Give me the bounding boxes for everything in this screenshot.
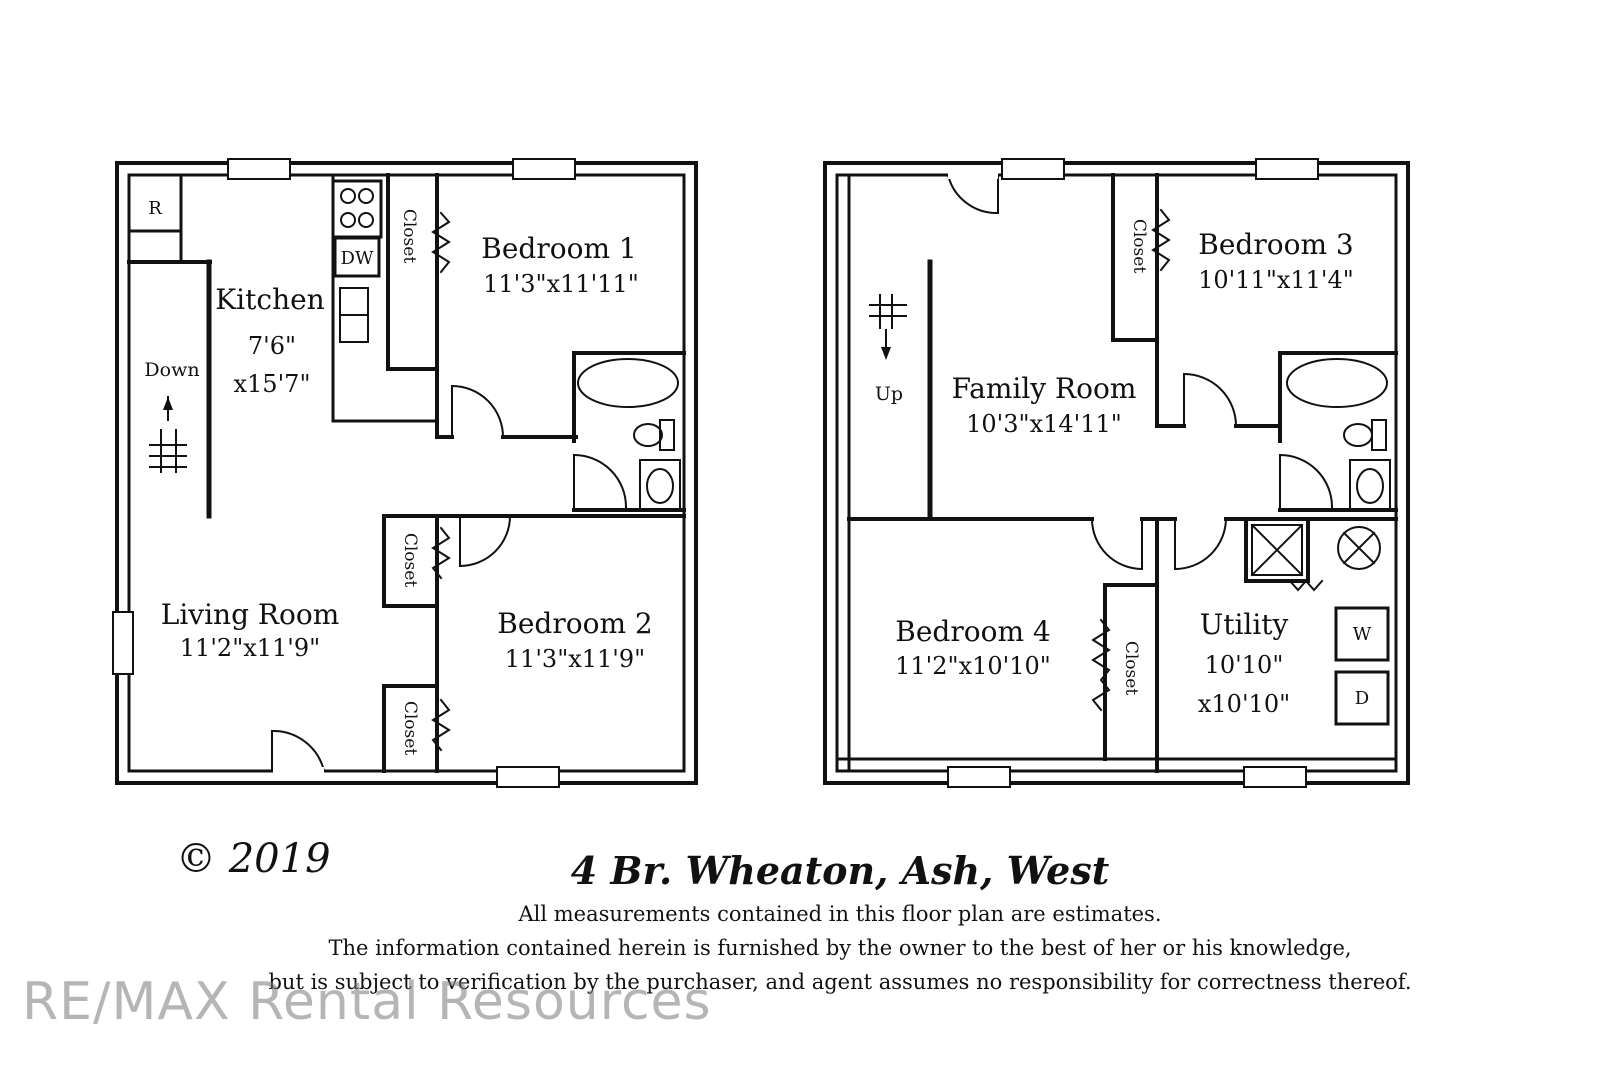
room-bedroom4-dim: 11'2"x10'10" (895, 652, 1051, 680)
stair-label-down: Down (144, 359, 199, 381)
room-living-dim: 11'2"x11'9" (180, 634, 320, 662)
first-floor-plan (112, 158, 698, 788)
room-utility-name: Utility (1200, 608, 1289, 641)
room-bedroom3-dim: 10'11"x11'4" (1198, 266, 1354, 294)
closet-label: Closet (1129, 219, 1149, 273)
closet-label: Closet (400, 533, 420, 587)
window (512, 158, 576, 180)
window (1001, 158, 1065, 180)
room-bedroom4-name: Bedroom 4 (895, 615, 1050, 648)
stair-label-up: Up (875, 383, 903, 405)
window (227, 158, 291, 180)
window (496, 766, 560, 788)
plan-title: 4 Br. Wheaton, Ash, West (570, 848, 1110, 893)
closet-label: Closet (399, 209, 419, 263)
window (947, 766, 1011, 788)
room-kitchen-dim: x15'7" (234, 370, 311, 398)
room-utility-dim: 10'10" (1205, 651, 1284, 679)
fixture-refrigerator: R (148, 198, 162, 219)
copyright-notice: © 2019 (176, 836, 331, 882)
room-bedroom3-name: Bedroom 3 (1198, 228, 1353, 261)
room-bedroom2-name: Bedroom 2 (497, 607, 652, 640)
closet-label: Closet (400, 701, 420, 755)
disclaimer-line: but is subject to verification by the pu… (268, 970, 1412, 994)
room-bedroom2-dim: 11'3"x11'9" (505, 645, 645, 673)
window (1255, 158, 1319, 180)
room-utility-dim: x10'10" (1198, 690, 1290, 718)
window (1243, 766, 1307, 788)
room-bedroom1-name: Bedroom 1 (481, 232, 636, 265)
closet-label: Closet (1121, 641, 1141, 695)
fixture-washer: W (1353, 624, 1372, 645)
room-family-name: Family Room (952, 372, 1137, 405)
disclaimer-line: All measurements contained in this floor… (518, 902, 1162, 926)
window (112, 611, 134, 675)
watermark: RE/MAX Rental Resources (22, 972, 712, 1032)
fixture-dryer: D (1355, 688, 1369, 709)
room-kitchen-name: Kitchen (215, 283, 324, 316)
room-family-dim: 10'3"x14'11" (966, 410, 1122, 438)
room-bedroom1-dim: 11'3"x11'11" (483, 270, 639, 298)
disclaimer-line: The information contained herein is furn… (328, 936, 1352, 960)
second-floor-plan (823, 158, 1410, 788)
room-living-name: Living Room (161, 598, 340, 631)
fixture-dishwasher: DW (341, 248, 374, 269)
room-kitchen-dim: 7'6" (248, 332, 296, 360)
